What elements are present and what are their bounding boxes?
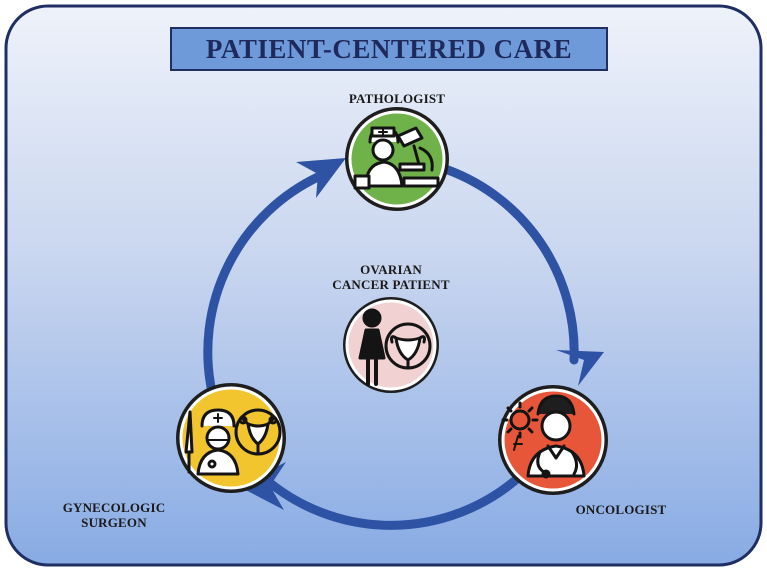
arrowhead-bottom-left: [238, 462, 286, 510]
patient-label: OVARIAN CANCER PATIENT: [301, 262, 481, 292]
oncologist-node: [498, 385, 608, 495]
diagram-title: PATIENT-CENTERED CARE: [205, 33, 573, 64]
pathologist-node: [345, 107, 449, 211]
patient-label-line2: CANCER PATIENT: [332, 277, 450, 292]
surgeon-label-line2: SURGEON: [81, 515, 147, 530]
oncologist-label-text: ONCOLOGIST: [575, 502, 667, 517]
oncologist-label: ONCOLOGIST: [556, 502, 686, 517]
patient-uterus-icon: [358, 308, 432, 386]
pathologist-microscope-icon: [353, 126, 440, 190]
arrow-surgeon-to-pathologist: [203, 171, 325, 397]
pathologist-label-text: PATHOLOGIST: [348, 91, 446, 106]
cycle-arrows: [203, 165, 579, 530]
pathologist-label: PATHOLOGIST: [327, 91, 467, 106]
surgeon-label-line1: GYNECOLOGIC: [62, 500, 166, 515]
surgeon-node: [176, 383, 286, 493]
title-banner: PATIENT-CENTERED CARE: [170, 27, 608, 71]
arrowhead-top-left: [296, 158, 346, 198]
surgeon-scalpel-uterus-icon: [184, 408, 282, 476]
surgeon-label: GYNECOLOGIC SURGEON: [44, 500, 184, 530]
arrowhead-down-right: [556, 350, 604, 386]
oncologist-doctor-icon: [501, 394, 586, 479]
arrow-oncologist-to-surgeon: [259, 473, 523, 530]
arrowheads: [238, 158, 604, 510]
patient-node: [343, 297, 439, 393]
patient-label-line1: OVARIAN: [360, 262, 422, 277]
arrow-pathologist-to-oncologist: [443, 165, 579, 365]
